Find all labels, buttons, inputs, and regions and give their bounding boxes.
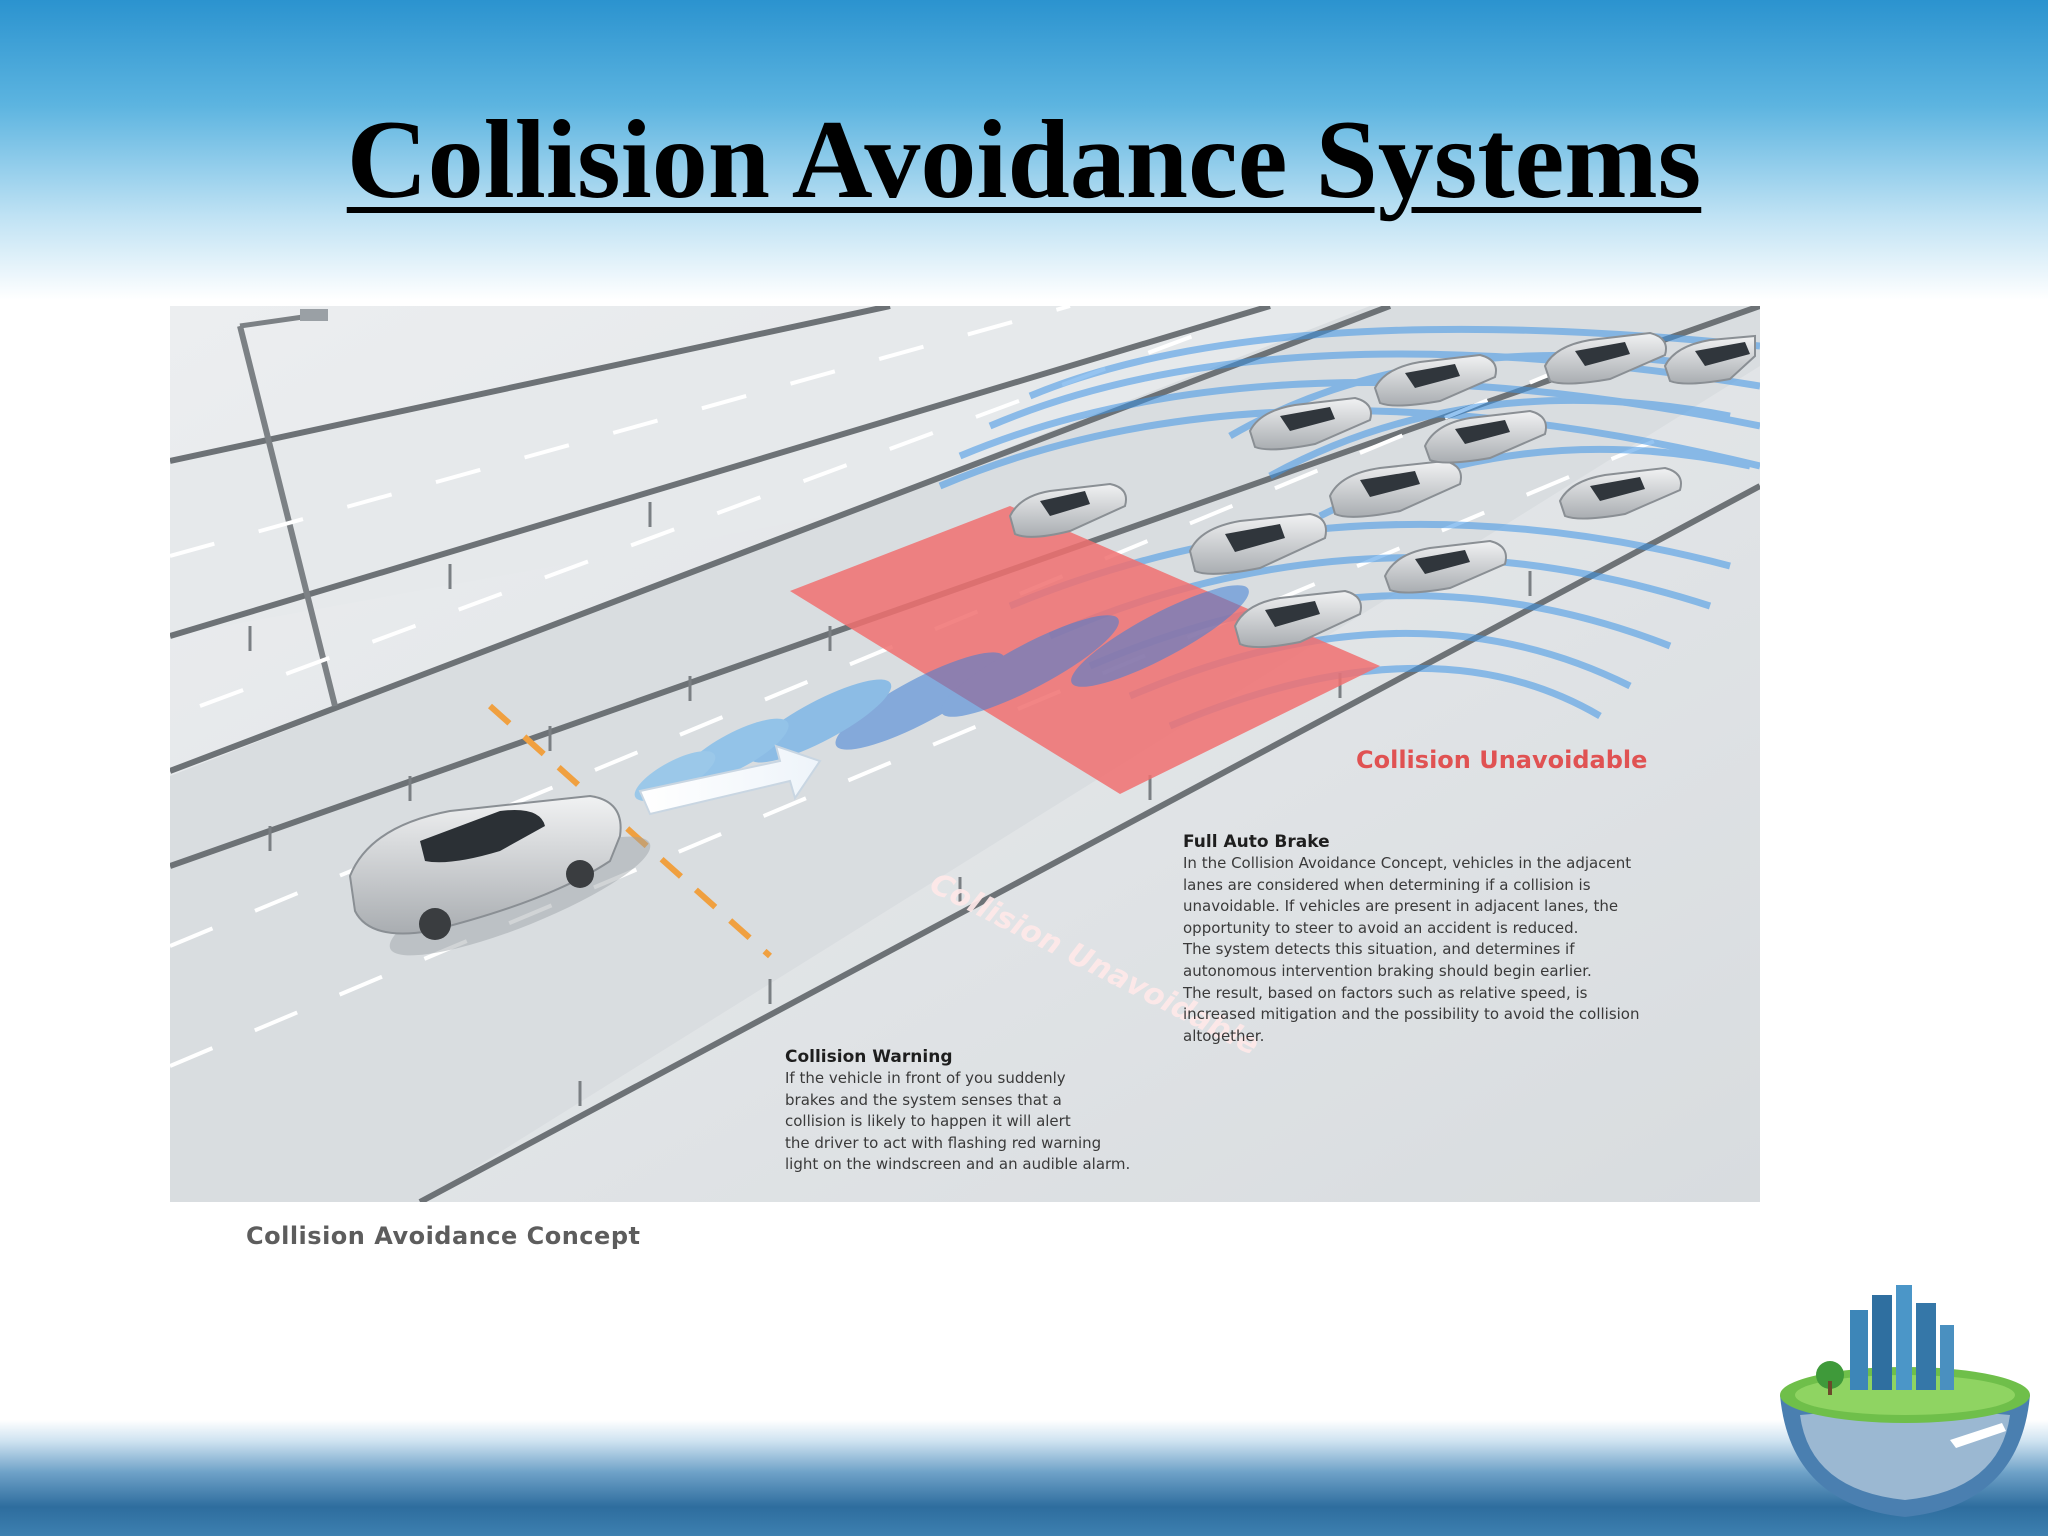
collision-warning-line: the driver to act with flashing red warn… bbox=[785, 1133, 1102, 1152]
full-auto-brake-block: Full Auto Brake In the Collision Avoidan… bbox=[1183, 831, 1743, 1047]
full-auto-brake-line: In the Collision Avoidance Concept, vehi… bbox=[1183, 854, 1632, 872]
collision-warning-line: If the vehicle in front of you suddenly bbox=[785, 1069, 1066, 1087]
collision-avoidance-figure: Collision Unavoidable Collision Unavoida… bbox=[170, 306, 1760, 1202]
traffic-car bbox=[1233, 589, 1362, 648]
full-auto-brake-line: unavoidable. If vehicles are present in … bbox=[1183, 897, 1619, 916]
direction-arrow bbox=[638, 744, 822, 816]
street-lamp bbox=[237, 309, 338, 707]
traffic-car bbox=[1008, 482, 1127, 538]
road-illustration bbox=[170, 306, 1760, 1202]
traffic-car bbox=[1248, 396, 1372, 451]
traffic-car bbox=[1663, 334, 1756, 385]
city-globe-icon bbox=[1770, 1255, 2040, 1525]
traffic-cars bbox=[1008, 331, 1756, 648]
figure-caption: Collision Avoidance Concept bbox=[246, 1222, 641, 1250]
collision-unavoidable-label: Collision Unavoidable bbox=[1356, 746, 1648, 774]
traffic-car bbox=[1423, 409, 1547, 464]
slide-title: Collision Avoidance Systems bbox=[346, 98, 1702, 222]
full-auto-brake-line: The system detects this situation, and d… bbox=[1183, 940, 1575, 959]
traffic-car bbox=[1188, 512, 1327, 575]
traffic-car bbox=[1383, 539, 1507, 594]
full-auto-brake-line: increased mitigation and the possibility… bbox=[1183, 1005, 1640, 1024]
collision-warning-heading: Collision Warning bbox=[785, 1047, 953, 1067]
collision-warning-block: Collision Warning If the vehicle in fron… bbox=[785, 1046, 1215, 1176]
full-auto-brake-heading: Full Auto Brake bbox=[1183, 832, 1330, 852]
traffic-car bbox=[1558, 466, 1682, 520]
main-carriageway bbox=[170, 306, 1760, 1202]
collision-warning-line: light on the windscreen and an audible a… bbox=[785, 1155, 1131, 1174]
warning-boundary bbox=[488, 703, 772, 959]
collision-warning-line: collision is likely to happen it will al… bbox=[785, 1112, 1071, 1131]
full-auto-brake-line: altogether. bbox=[1183, 1026, 1265, 1045]
full-auto-brake-line: opportunity to steer to avoid an acciden… bbox=[1183, 918, 1579, 937]
header-gradient-band bbox=[0, 0, 2048, 300]
traffic-car bbox=[1328, 459, 1462, 518]
full-auto-brake-line: autonomous intervention braking should b… bbox=[1183, 961, 1592, 980]
traffic-car bbox=[1543, 331, 1667, 385]
lane-markings bbox=[170, 306, 1691, 1068]
full-auto-brake-line: lanes are considered when determining if… bbox=[1183, 875, 1591, 894]
full-auto-brake-line: The result, based on factors such as rel… bbox=[1183, 983, 1588, 1002]
footer-gradient-band bbox=[0, 1420, 2048, 1536]
radar-pulses bbox=[634, 585, 1249, 801]
traffic-car bbox=[1373, 353, 1497, 407]
ego-car bbox=[348, 794, 651, 956]
collision-warning-line: brakes and the system senses that a bbox=[785, 1090, 1062, 1109]
